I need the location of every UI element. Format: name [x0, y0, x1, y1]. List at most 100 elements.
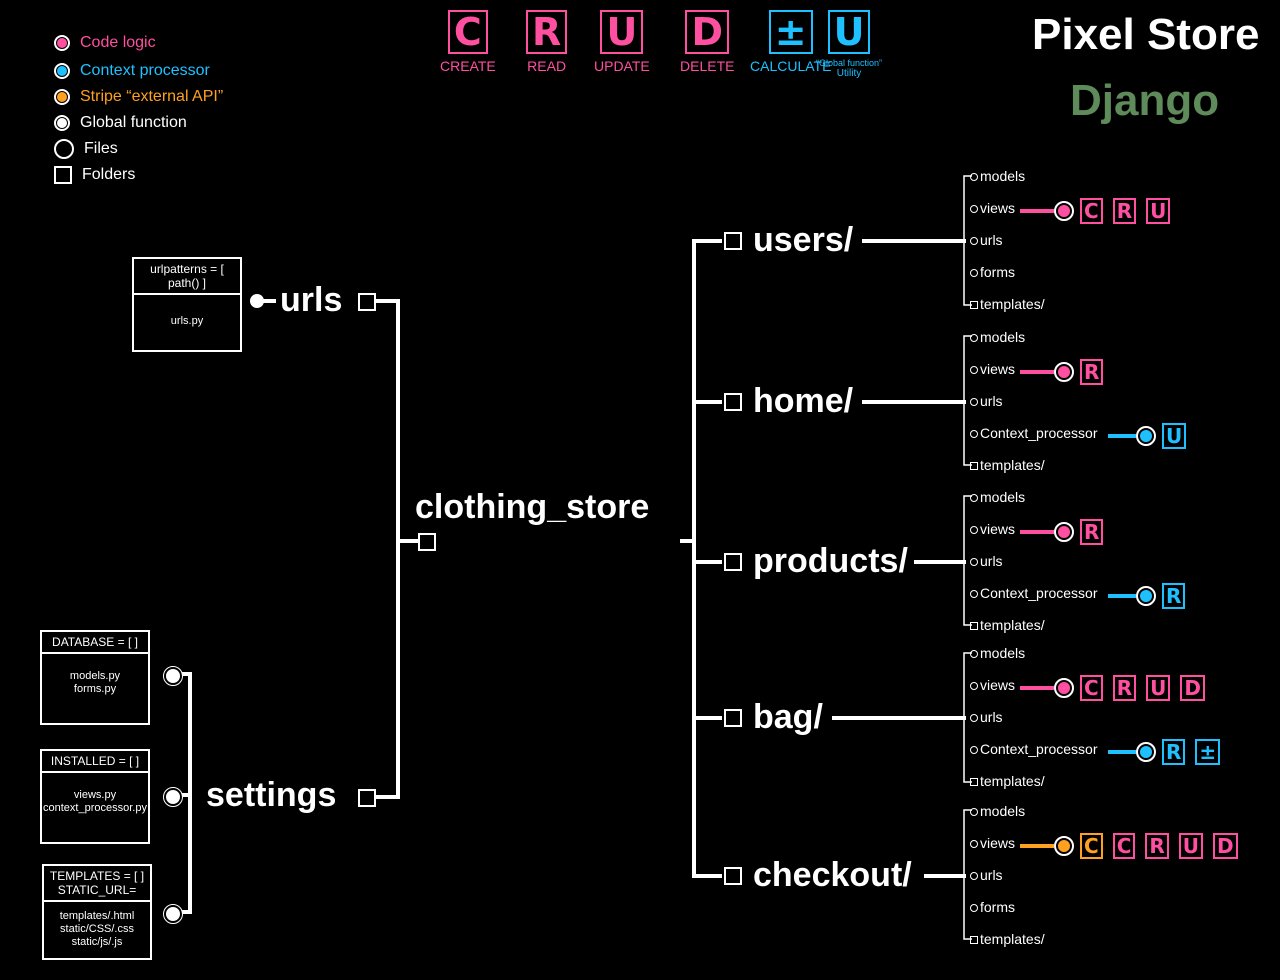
leaf-label: Context_processor: [980, 741, 1098, 757]
app-label: checkout/: [753, 856, 912, 894]
file-icon: [970, 366, 978, 375]
legend-dot-icon: [54, 63, 70, 79]
crud-letter-badge: D: [1213, 833, 1238, 859]
app-folder-icon: [724, 393, 742, 411]
file-icon: [970, 173, 978, 182]
leaf-item: urls: [970, 394, 1003, 408]
leaf-label: templates/: [980, 296, 1045, 312]
legend-item: Files: [54, 139, 118, 159]
tag-dot-icon: [1054, 362, 1074, 382]
leaf-item: models: [970, 490, 1025, 504]
leaf-item: templates/: [970, 774, 1045, 788]
leaf-label: templates/: [980, 931, 1045, 947]
leaf-label: Context_processor: [980, 585, 1098, 601]
app-folder-icon: [724, 867, 742, 885]
file-icon: [54, 139, 74, 159]
legend-item: Folders: [54, 166, 135, 184]
leaf-item: urls: [970, 233, 1003, 247]
folder-icon: [54, 166, 72, 184]
tag-bar: [1108, 594, 1136, 598]
file-name: views.py: [73, 789, 117, 801]
leaf-item: Context_processor: [970, 426, 1098, 440]
crud-letter-badge: C: [1080, 833, 1103, 859]
app-folder-icon: [724, 553, 742, 571]
file-icon: [970, 746, 978, 755]
tag-connector: R±: [1108, 739, 1230, 765]
file-icon: [970, 650, 978, 659]
leaf-item: views: [970, 362, 1015, 376]
app-label: home/: [753, 382, 854, 420]
app-folder-icon: [724, 709, 742, 727]
settings-box-header: DATABASE = [ ]: [42, 632, 148, 654]
app-label: products/: [753, 542, 908, 580]
leaf-label: urls: [980, 232, 1003, 248]
leaf-label: views: [980, 835, 1016, 851]
crud-letter: U: [827, 10, 871, 54]
folder-icon: [970, 778, 978, 787]
app-label: bag/: [753, 698, 823, 736]
tag-connector: R: [1020, 519, 1113, 545]
file-name: static/js/.js: [71, 936, 123, 948]
file-icon: [970, 334, 978, 343]
crud-caption: DELETE: [680, 58, 735, 74]
leaf-label: urls: [980, 709, 1003, 725]
crud-caption: CREATE: [440, 58, 496, 74]
tag-bar: [1020, 530, 1054, 534]
tag-dot-icon: [1136, 586, 1156, 606]
tag-dot-icon: [1136, 742, 1156, 762]
tag-bar: [1108, 750, 1136, 754]
crud-letter-badge: R: [1080, 519, 1104, 545]
leaf-label: models: [980, 803, 1026, 819]
leaf-item: views: [970, 678, 1015, 692]
crud-letter-badge: U: [1146, 198, 1171, 224]
legend-item: Code logic: [54, 34, 156, 52]
urls-file-icon: [250, 294, 264, 308]
urls-info-box: urlpatterns = [ path() ] urls.py: [132, 257, 242, 352]
leaf-item: urls: [970, 554, 1003, 568]
legend-dot-icon: [54, 89, 70, 105]
leaf-item: urls: [970, 868, 1003, 882]
urls-box-header: urlpatterns = [ path() ]: [134, 259, 240, 295]
folder-icon: [970, 936, 978, 945]
tag-bar: [1020, 370, 1054, 374]
leaf-item: Context_processor: [970, 586, 1098, 600]
crud-key-item: C CREATE: [440, 10, 496, 74]
tag-dot-icon: [1136, 426, 1156, 446]
file-icon: [970, 682, 978, 691]
leaf-label: forms: [980, 899, 1015, 915]
crud-caption: CALCULATE: [750, 58, 832, 74]
crud-letter-badge: R: [1080, 359, 1104, 385]
crud-letter: U: [600, 10, 644, 54]
leaf-label: models: [980, 329, 1026, 345]
urls-folder-icon: [358, 293, 376, 311]
leaf-label: views: [980, 361, 1016, 377]
crud-letter: ±: [768, 10, 813, 54]
legend-item: Global function: [54, 114, 187, 132]
leaf-item: forms: [970, 900, 1015, 914]
file-icon: [970, 840, 978, 849]
crud-letter: C: [447, 10, 488, 54]
file-icon: [163, 787, 183, 807]
leaf-item: templates/: [970, 458, 1045, 472]
legend-label: Context processor: [80, 62, 210, 79]
leaf-label: forms: [980, 264, 1015, 280]
leaf-label: templates/: [980, 617, 1045, 633]
crud-letter-badge: R: [1162, 739, 1186, 765]
leaf-label: views: [980, 200, 1016, 216]
file-icon: [970, 398, 978, 407]
leaf-item: models: [970, 804, 1025, 818]
leaf-label: Context_processor: [980, 425, 1098, 441]
legend-item: Context processor: [54, 62, 210, 80]
crud-letter-badge: R: [1112, 198, 1137, 224]
tag-connector: R: [1020, 359, 1113, 385]
crud-letter-badge: C: [1112, 833, 1136, 859]
leaf-item: views: [970, 836, 1015, 850]
tag-dot-icon: [1054, 678, 1074, 698]
tag-connector: R: [1108, 583, 1195, 609]
